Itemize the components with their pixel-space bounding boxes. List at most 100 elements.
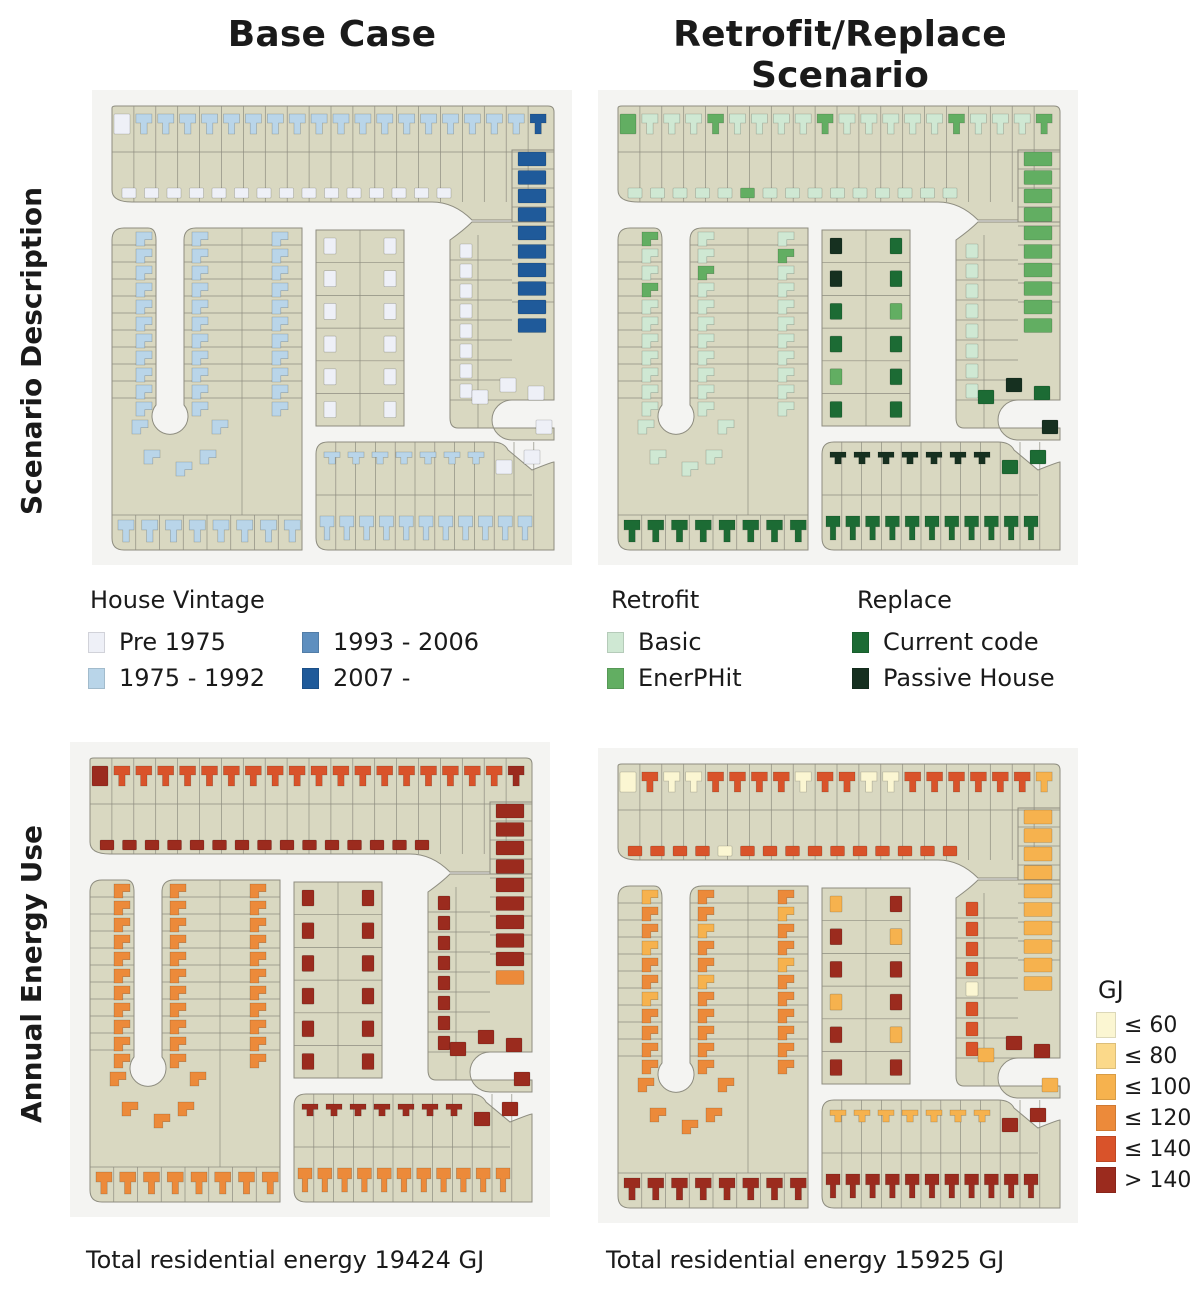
house xyxy=(165,519,182,543)
house xyxy=(695,187,710,199)
house xyxy=(1023,976,1053,991)
house xyxy=(495,951,525,967)
house xyxy=(695,845,710,857)
energy-legend-item: ≤ 80 xyxy=(1096,1043,1177,1069)
house xyxy=(1023,809,1053,825)
house xyxy=(877,451,895,465)
house xyxy=(495,859,525,874)
house xyxy=(445,1103,463,1117)
house xyxy=(157,113,175,135)
house xyxy=(707,113,724,135)
house xyxy=(697,906,715,922)
house xyxy=(1029,449,1047,465)
house xyxy=(825,515,841,541)
house xyxy=(1023,828,1053,843)
house xyxy=(359,515,374,541)
house xyxy=(188,519,206,543)
house xyxy=(777,248,795,264)
house xyxy=(398,515,414,541)
house xyxy=(965,303,979,319)
house xyxy=(302,839,317,851)
house xyxy=(523,449,541,465)
legend-replace-title: Replace xyxy=(857,586,952,614)
house xyxy=(459,383,473,399)
house xyxy=(740,187,755,199)
house xyxy=(663,113,681,135)
house xyxy=(860,771,878,793)
house xyxy=(191,299,209,315)
house xyxy=(865,1173,880,1199)
house xyxy=(641,991,659,1007)
house xyxy=(641,282,659,298)
house xyxy=(323,237,337,255)
house xyxy=(681,461,699,477)
house xyxy=(977,389,995,405)
legend-retrofit-title: Retrofit xyxy=(611,586,700,614)
house xyxy=(485,765,503,787)
house xyxy=(829,993,843,1011)
house xyxy=(301,1053,315,1070)
house xyxy=(984,515,999,541)
legend-swatch xyxy=(607,667,624,689)
house xyxy=(143,1171,160,1195)
house xyxy=(697,367,715,383)
house xyxy=(271,265,289,281)
house xyxy=(271,282,289,298)
subdivision-map-base-vintage xyxy=(92,90,572,565)
legend-label: Current code xyxy=(883,628,1039,656)
house xyxy=(697,350,715,366)
house xyxy=(829,1109,847,1123)
house xyxy=(965,961,979,977)
house xyxy=(486,113,503,135)
house xyxy=(964,1173,979,1199)
house xyxy=(623,1177,641,1201)
legend-label: ≤ 80 xyxy=(1124,1043,1178,1069)
house xyxy=(949,1109,967,1123)
house xyxy=(517,151,547,167)
house xyxy=(860,113,878,135)
house xyxy=(777,1008,795,1024)
house xyxy=(437,1035,451,1051)
house xyxy=(346,187,362,199)
house xyxy=(647,519,665,543)
house xyxy=(1023,262,1053,278)
house xyxy=(1023,902,1053,917)
house xyxy=(189,1071,207,1087)
house xyxy=(267,113,284,135)
house xyxy=(323,270,337,287)
house xyxy=(829,451,847,465)
house xyxy=(234,187,249,199)
subdivision-map-retrofit-description xyxy=(598,90,1078,565)
house xyxy=(1033,1043,1051,1059)
house xyxy=(361,955,375,972)
house xyxy=(777,367,795,383)
house xyxy=(361,1053,375,1070)
house xyxy=(317,1167,333,1193)
house xyxy=(926,113,943,135)
house xyxy=(459,343,473,359)
house xyxy=(467,451,485,465)
house xyxy=(495,970,525,985)
house xyxy=(829,237,843,255)
house xyxy=(942,187,958,199)
house xyxy=(191,265,209,281)
house xyxy=(697,333,715,349)
house xyxy=(852,845,868,857)
house xyxy=(271,333,289,349)
house xyxy=(697,1059,715,1075)
house xyxy=(471,389,489,405)
house xyxy=(697,1042,715,1058)
house xyxy=(347,451,365,465)
house xyxy=(201,765,218,787)
house xyxy=(211,187,227,199)
house xyxy=(459,363,473,379)
house xyxy=(885,515,900,541)
house xyxy=(740,845,755,857)
house xyxy=(271,384,289,400)
house xyxy=(948,113,965,135)
house xyxy=(852,187,868,199)
house xyxy=(529,113,547,135)
house xyxy=(169,951,187,967)
legend-swatch xyxy=(607,631,624,653)
house xyxy=(925,1109,943,1123)
